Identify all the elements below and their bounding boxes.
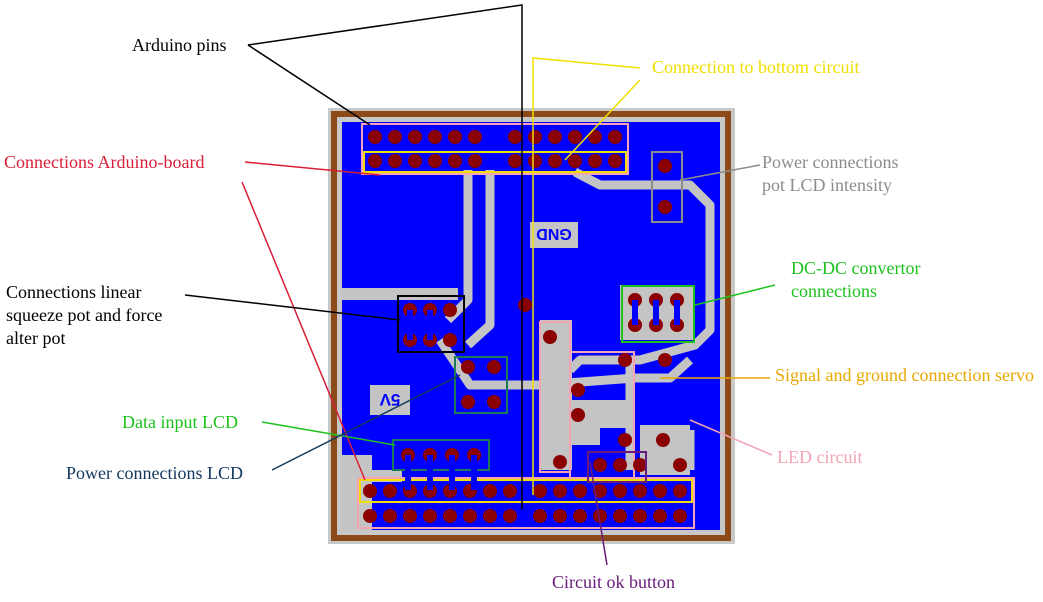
led-pads xyxy=(518,298,687,472)
label-signal-servo: Signal and ground connection servo xyxy=(775,365,1034,385)
signal-servo-outline xyxy=(539,321,571,473)
pad xyxy=(368,154,382,168)
pad xyxy=(363,509,377,523)
label-led-circuit: LED circuit xyxy=(777,447,863,467)
pad xyxy=(533,484,547,498)
label-arduino-pins: Arduino pins xyxy=(132,35,227,55)
pad xyxy=(613,484,627,498)
pad xyxy=(653,484,667,498)
pad xyxy=(633,509,647,523)
pad xyxy=(528,154,542,168)
pad xyxy=(508,130,522,144)
gnd-silk-label: GND xyxy=(536,225,572,242)
pad xyxy=(363,484,377,498)
pad xyxy=(423,484,437,498)
bottom-header-outline xyxy=(357,477,695,529)
pad xyxy=(448,154,462,168)
bottom-header-pads xyxy=(363,484,687,523)
pad xyxy=(383,509,397,523)
servo-pads xyxy=(461,360,501,409)
squeeze-pot-outline xyxy=(397,295,465,353)
squeeze-pot-traces xyxy=(407,310,433,340)
pot-lcd-outline xyxy=(651,151,683,223)
pad xyxy=(468,154,482,168)
pad xyxy=(388,154,402,168)
five-v-silk-label: 5V xyxy=(379,390,400,409)
pad xyxy=(388,130,402,144)
dcdc-traces xyxy=(632,300,680,325)
pad xyxy=(483,484,497,498)
pad xyxy=(633,484,647,498)
pad xyxy=(568,154,582,168)
pad xyxy=(573,509,587,523)
pad xyxy=(548,130,562,144)
label-data-input-lcd: Data input LCD xyxy=(122,412,238,432)
label-dcdc: DC-DC convertor connections xyxy=(791,258,921,301)
gnd-label-bg xyxy=(530,222,578,248)
pad xyxy=(408,130,422,144)
pad xyxy=(483,509,497,523)
pad xyxy=(443,509,457,523)
leader-lines xyxy=(184,4,776,566)
top-header-outline xyxy=(361,123,629,175)
pad xyxy=(673,484,687,498)
pad xyxy=(658,200,672,214)
pad xyxy=(553,509,567,523)
label-power-lcd: Power connections LCD xyxy=(66,463,243,483)
pad xyxy=(428,130,442,144)
pad xyxy=(503,509,517,523)
pad xyxy=(533,509,547,523)
pad xyxy=(548,154,562,168)
ok-button-outline xyxy=(587,451,647,483)
lcd-traces xyxy=(405,455,477,490)
label-connections-linear: Connections linear squeeze pot and force… xyxy=(6,282,163,348)
pad xyxy=(383,484,397,498)
pad xyxy=(508,154,522,168)
pad xyxy=(588,154,602,168)
pad xyxy=(553,484,567,498)
pad xyxy=(613,509,627,523)
pad xyxy=(428,154,442,168)
label-power-pot-lcd: Power connections pot LCD intensity xyxy=(762,152,899,195)
pad xyxy=(468,130,482,144)
pad xyxy=(593,509,607,523)
label-connections-arduino-board: Connections Arduino-board xyxy=(4,152,205,172)
pad xyxy=(573,484,587,498)
top-header-yellow xyxy=(363,151,627,173)
label-connection-bottom: Connection to bottom circuit xyxy=(652,57,860,77)
pad xyxy=(368,130,382,144)
dcdc-outline xyxy=(621,285,695,343)
pad xyxy=(588,130,602,144)
top-header-pads xyxy=(368,130,622,168)
pad xyxy=(403,509,417,523)
servo-outline xyxy=(454,356,508,414)
lcd-connector-outline xyxy=(392,439,490,471)
bottom-header-yellow xyxy=(359,479,693,503)
pad xyxy=(658,159,672,173)
pad xyxy=(528,130,542,144)
pad xyxy=(608,154,622,168)
pad xyxy=(423,509,437,523)
pad xyxy=(503,484,517,498)
board-edge xyxy=(331,111,731,541)
label-circuit-ok-button: Circuit ok button xyxy=(552,572,675,592)
pad xyxy=(448,130,462,144)
pad xyxy=(463,509,477,523)
pad xyxy=(593,484,607,498)
pad xyxy=(673,509,687,523)
pad xyxy=(408,154,422,168)
pad xyxy=(608,130,622,144)
pad xyxy=(653,509,667,523)
pad xyxy=(568,130,582,144)
